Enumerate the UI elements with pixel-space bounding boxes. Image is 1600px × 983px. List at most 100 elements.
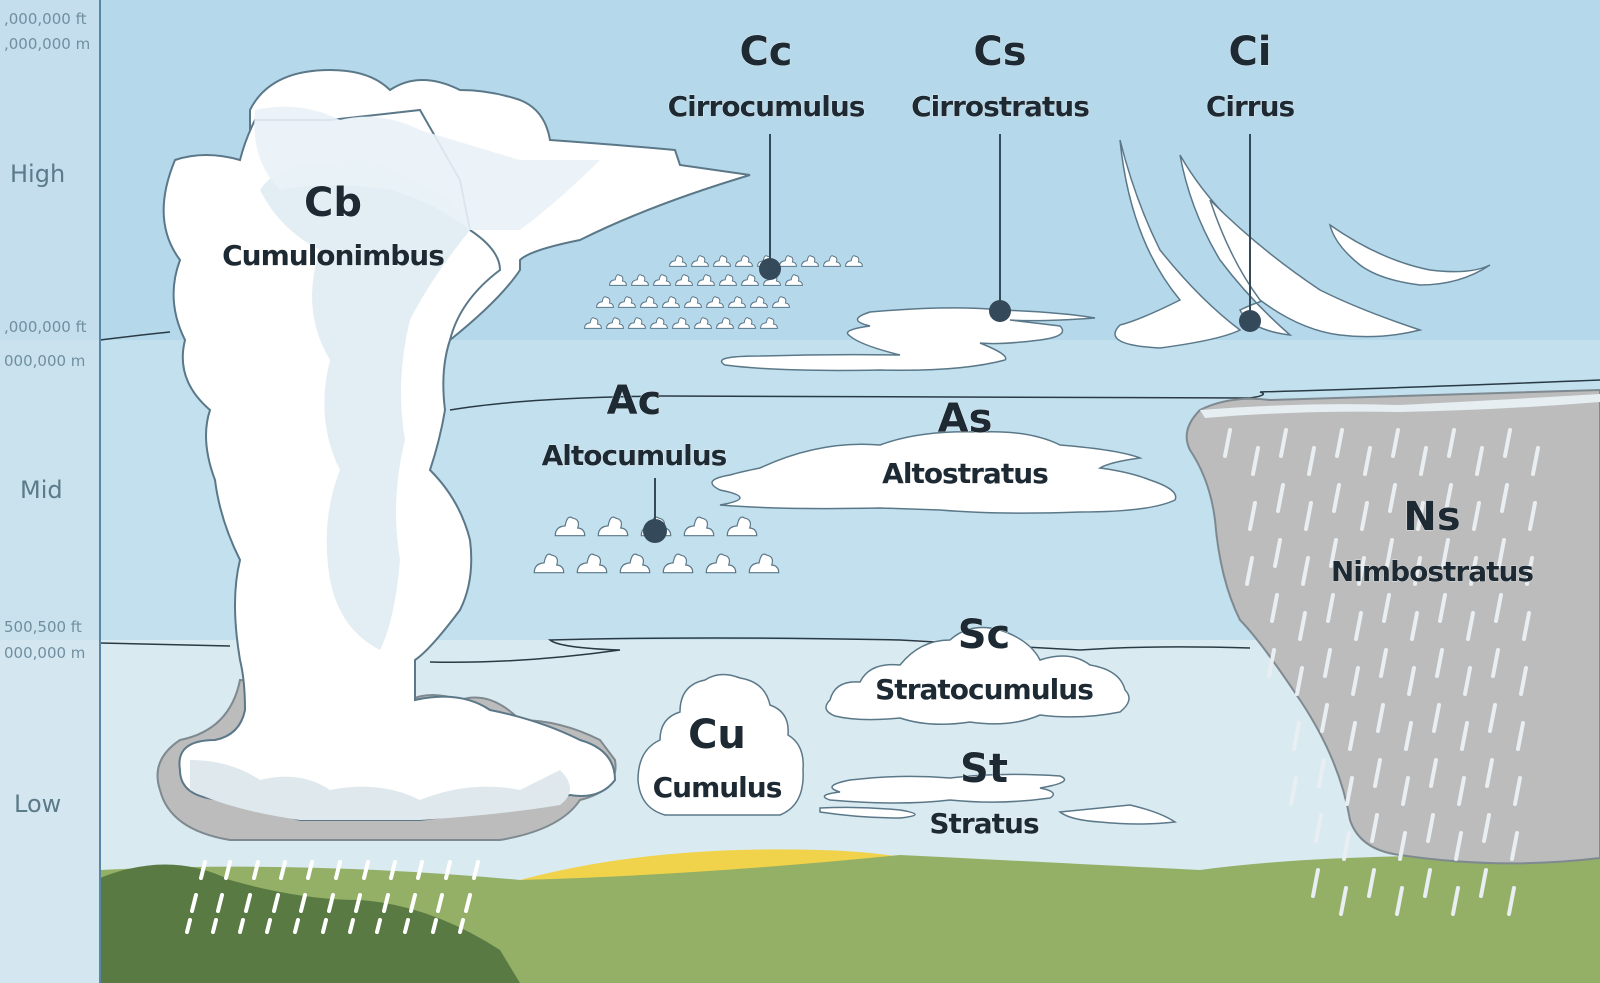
- rain-streak: [1326, 593, 1335, 623]
- tick-high-m: 000,000 m: [4, 352, 85, 370]
- rain-streak: [1301, 556, 1310, 586]
- cirrocumulus-puff: [672, 317, 690, 329]
- cirrocumulus-puff: [713, 255, 731, 267]
- cirrostratus-abbr: Cs: [973, 29, 1026, 75]
- tick-mid-m: 000,000 m: [4, 644, 85, 662]
- rain-streak: [1292, 721, 1301, 751]
- altocumulus-cloud: [533, 516, 780, 574]
- rain-streak: [1385, 538, 1394, 568]
- cirrocumulus-name: Cirrocumulus: [668, 90, 865, 123]
- stratus-abbr: St: [960, 746, 1008, 792]
- tick-top-ft: ,000,000 ft: [4, 10, 87, 28]
- cirrocumulus-puff: [691, 255, 709, 267]
- cumulonimbus-name: Cumulonimbus: [222, 239, 444, 272]
- cirrocumulus-puff: [741, 274, 759, 286]
- rain-streak: [1329, 538, 1338, 568]
- level-mid-label: Mid: [20, 476, 63, 504]
- cirrocumulus-puff: [785, 274, 803, 286]
- rain-streak: [1276, 483, 1285, 513]
- rain-streak: [1475, 446, 1484, 476]
- cirrocumulus-puff: [716, 317, 734, 329]
- cirrocumulus-puff: [779, 255, 797, 267]
- level-low-label: Low: [14, 790, 61, 818]
- rain-streak: [1251, 446, 1260, 476]
- tick-high-ft: ,000,000 ft: [4, 318, 87, 336]
- cirrocumulus-puff: [738, 317, 756, 329]
- rain-streak: [1311, 868, 1320, 898]
- rain-streak: [1423, 868, 1432, 898]
- rain-streak: [1398, 831, 1407, 861]
- cumulonimbus-abbr: Cb: [304, 180, 362, 226]
- altocumulus-puff: [683, 516, 715, 537]
- rain-streak: [1307, 446, 1316, 476]
- rain-streak: [1354, 611, 1363, 641]
- cirrocumulus-puff: [845, 255, 863, 267]
- rain-streak: [1332, 483, 1341, 513]
- rain-streak: [1507, 886, 1516, 916]
- rain-streak: [1441, 538, 1450, 568]
- rain-streak: [1270, 593, 1279, 623]
- cumulus-abbr: Cu: [688, 712, 746, 758]
- altocumulus-puff: [597, 516, 629, 537]
- altocumulus-puff: [576, 553, 608, 574]
- nimbostratus-cloud: [1185, 388, 1600, 916]
- rain-streak: [1335, 428, 1344, 458]
- altocumulus-name: Altocumulus: [542, 439, 727, 472]
- cirrostratus-cloud: [720, 307, 1096, 372]
- high-mid-boundary: [99, 331, 171, 341]
- cirrocumulus-puff: [606, 317, 624, 329]
- rain-streak: [1320, 703, 1329, 733]
- mid-low-boundary-right: [429, 637, 1251, 663]
- rain-streak: [1382, 593, 1391, 623]
- cirrocumulus-puff: [697, 274, 715, 286]
- rain-streak: [1516, 721, 1525, 751]
- rain-streak: [1395, 886, 1404, 916]
- rain-streak: [1500, 483, 1509, 513]
- cirrus-abbr: Ci: [1228, 29, 1271, 75]
- rain-streak: [1429, 758, 1438, 788]
- cirrocumulus-puff: [596, 296, 614, 308]
- cumulus-name: Cumulus: [653, 771, 782, 804]
- rain-streak: [1351, 666, 1360, 696]
- cirrocumulus-puff: [684, 296, 702, 308]
- rain-streak: [1348, 721, 1357, 751]
- cirrus-cloud: [1114, 139, 1491, 349]
- rain-streak: [1273, 538, 1282, 568]
- cirrocumulus-puff: [631, 274, 649, 286]
- cirrus-dot: [1239, 310, 1261, 332]
- rain-streak: [1304, 501, 1313, 531]
- rain-streak: [1342, 831, 1351, 861]
- altocumulus-puff: [748, 553, 780, 574]
- rain-streak: [1416, 501, 1425, 531]
- rain-streak: [1289, 776, 1298, 806]
- rain-streak: [1454, 831, 1463, 861]
- rain-streak: [1435, 648, 1444, 678]
- stratocumulus-name: Stratocumulus: [875, 673, 1093, 706]
- cirrocumulus-puff: [728, 296, 746, 308]
- tick-top-m: ,000,000 m: [4, 35, 90, 53]
- rain-streak: [1519, 666, 1528, 696]
- rain-streak: [1410, 611, 1419, 641]
- altitude-axis-column: [0, 0, 100, 983]
- altostratus-abbr: As: [938, 396, 993, 442]
- rain-streak: [1419, 446, 1428, 476]
- rain-streak: [1314, 813, 1323, 843]
- ground-dark: [100, 864, 520, 983]
- altostratus-cloud: [711, 431, 1177, 514]
- cirrocumulus-puff: [662, 296, 680, 308]
- cirrocumulus-puff: [772, 296, 790, 308]
- rain-streak: [1457, 776, 1466, 806]
- rain-streak: [1363, 446, 1372, 476]
- cirrostratus-name: Cirrostratus: [911, 90, 1089, 123]
- cirrocumulus-puff: [706, 296, 724, 308]
- rain-streak: [1491, 648, 1500, 678]
- rain-streak: [1323, 648, 1332, 678]
- cirrocumulus-puff: [609, 274, 627, 286]
- cirrocumulus-puff: [584, 317, 602, 329]
- cirrocumulus-puff: [750, 296, 768, 308]
- stratus-name: Stratus: [929, 807, 1039, 840]
- cirrocumulus-puff: [675, 274, 693, 286]
- rain-streak: [1248, 501, 1257, 531]
- cumulonimbus-cloud: [156, 68, 751, 934]
- rain-streak: [1479, 868, 1488, 898]
